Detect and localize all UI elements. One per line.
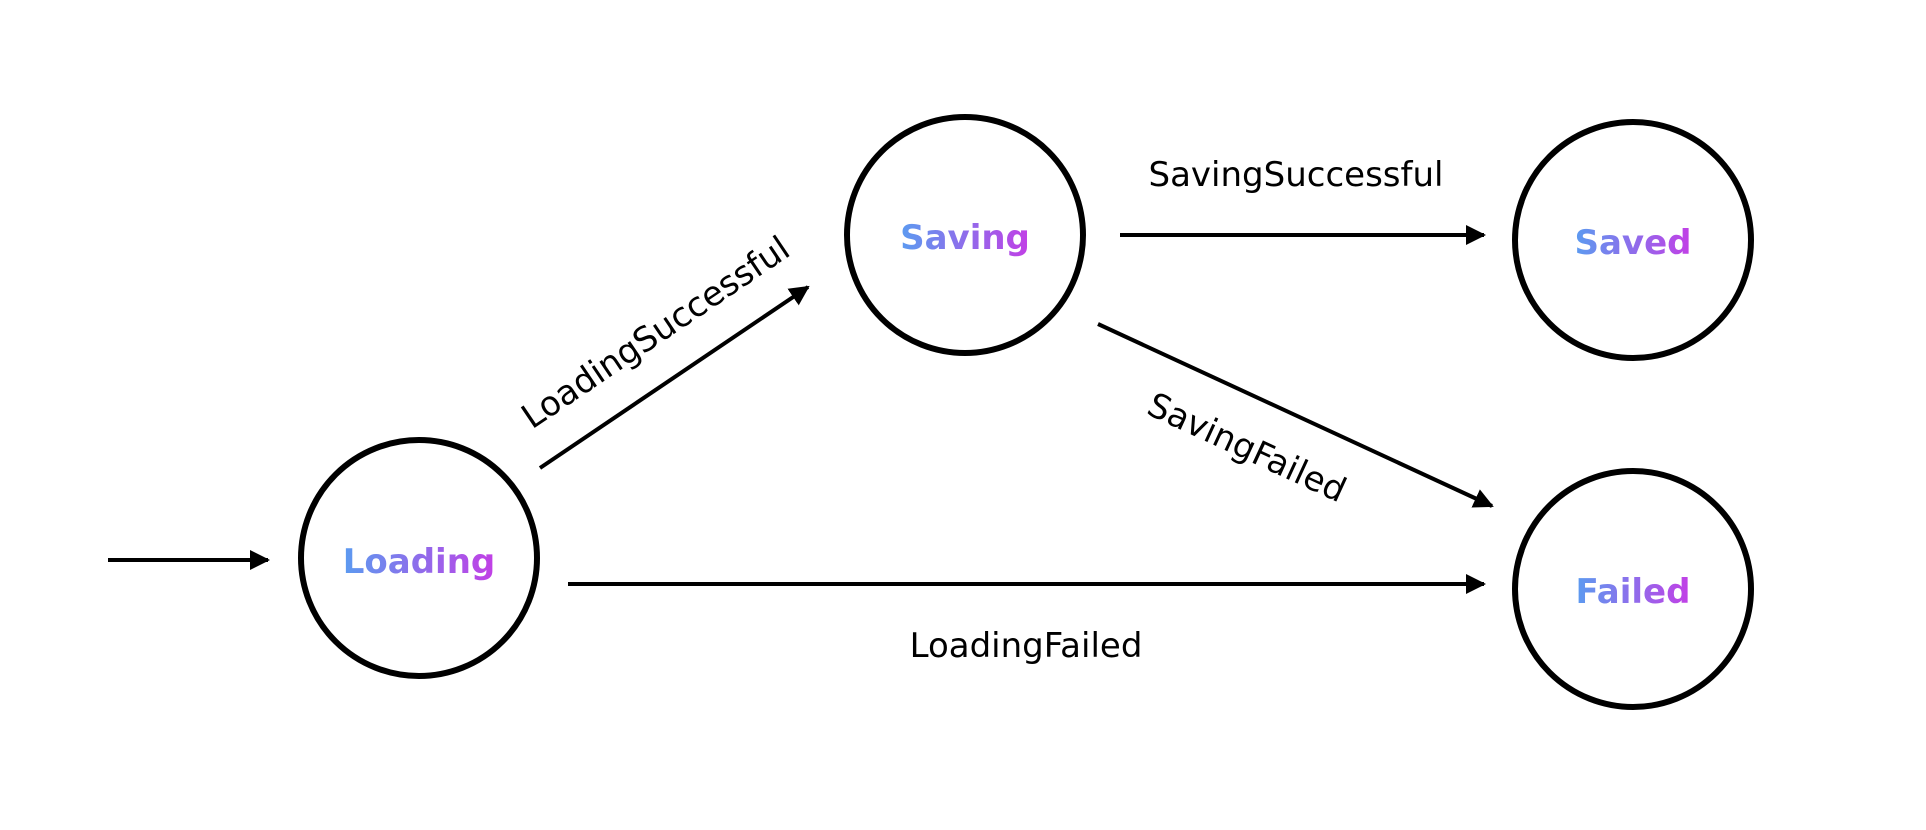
state-saved-label: Saved xyxy=(1575,223,1692,263)
state-saving-circle xyxy=(844,114,1086,356)
label-loading-successful: LoadingSuccessful xyxy=(515,229,798,438)
state-loading: Loading xyxy=(298,437,540,679)
label-saving-failed: SavingFailed xyxy=(1141,385,1352,511)
edge-saving-failed xyxy=(1097,322,1494,508)
state-saving: Saving xyxy=(844,114,1086,356)
state-failed-label: Failed xyxy=(1576,572,1691,612)
state-saving-label: Saving xyxy=(900,218,1030,258)
state-loading-circle xyxy=(298,437,540,679)
label-loading-failed: LoadingFailed xyxy=(910,626,1143,666)
state-saved: Saved xyxy=(1512,119,1754,361)
label-saving-successful: SavingSuccessful xyxy=(1149,155,1444,195)
state-failed: Failed xyxy=(1512,468,1754,710)
edge-loading-successful xyxy=(538,285,810,470)
state-loading-label: Loading xyxy=(343,542,496,582)
state-saved-circle xyxy=(1512,119,1754,361)
state-failed-circle xyxy=(1512,468,1754,710)
